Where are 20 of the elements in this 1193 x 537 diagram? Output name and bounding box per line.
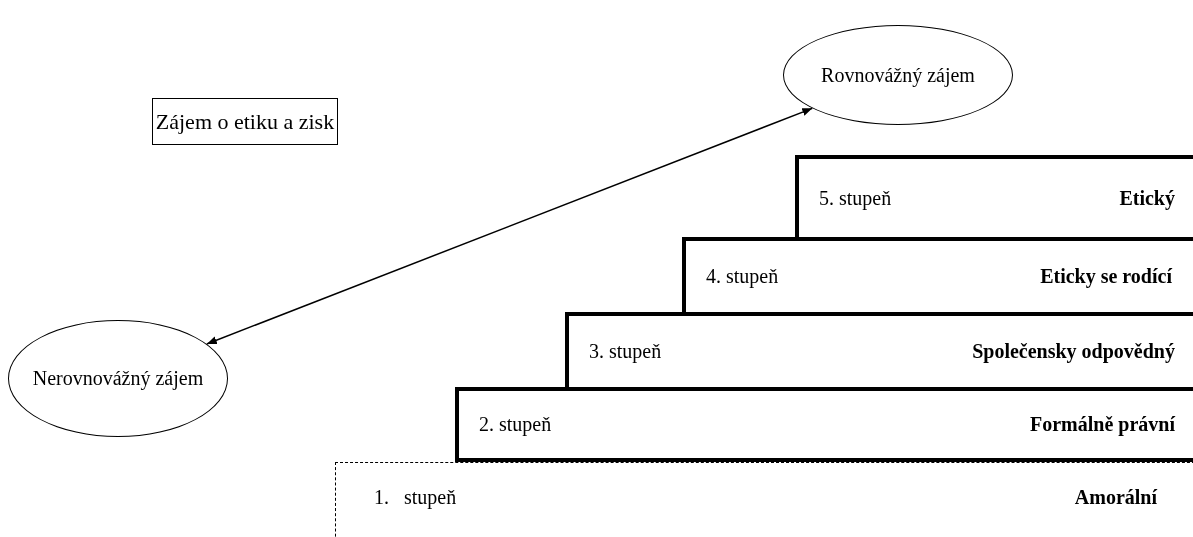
ellipse-label: Rovnovážný zájem [821,63,975,87]
step-name: Etický [1119,186,1175,210]
step-number: 1. stupeň [374,486,457,509]
step-name: Eticky se rodící [1040,265,1172,288]
step-name: Amorální [1074,486,1157,509]
dashed-stair-step [335,462,1193,537]
step-number: 4. stupeň [706,265,779,288]
step-name: Společensky odpovědný [972,340,1175,363]
stair-step [795,155,1193,237]
stair-step [565,312,1193,387]
stair-step [455,387,1193,462]
ellipse-label: Nerovnovážný zájem [32,367,204,390]
text-box [152,98,338,145]
step-number: 3. stupeň [589,340,662,363]
box-label: Zájem o etiku a zisk [155,108,335,135]
double-arrow [206,107,814,345]
step-number: 2. stupeň [479,413,552,436]
step-number: 5. stupeň [819,186,892,210]
step-name: Formálně právní [1030,413,1175,436]
stair-step [682,237,1193,312]
